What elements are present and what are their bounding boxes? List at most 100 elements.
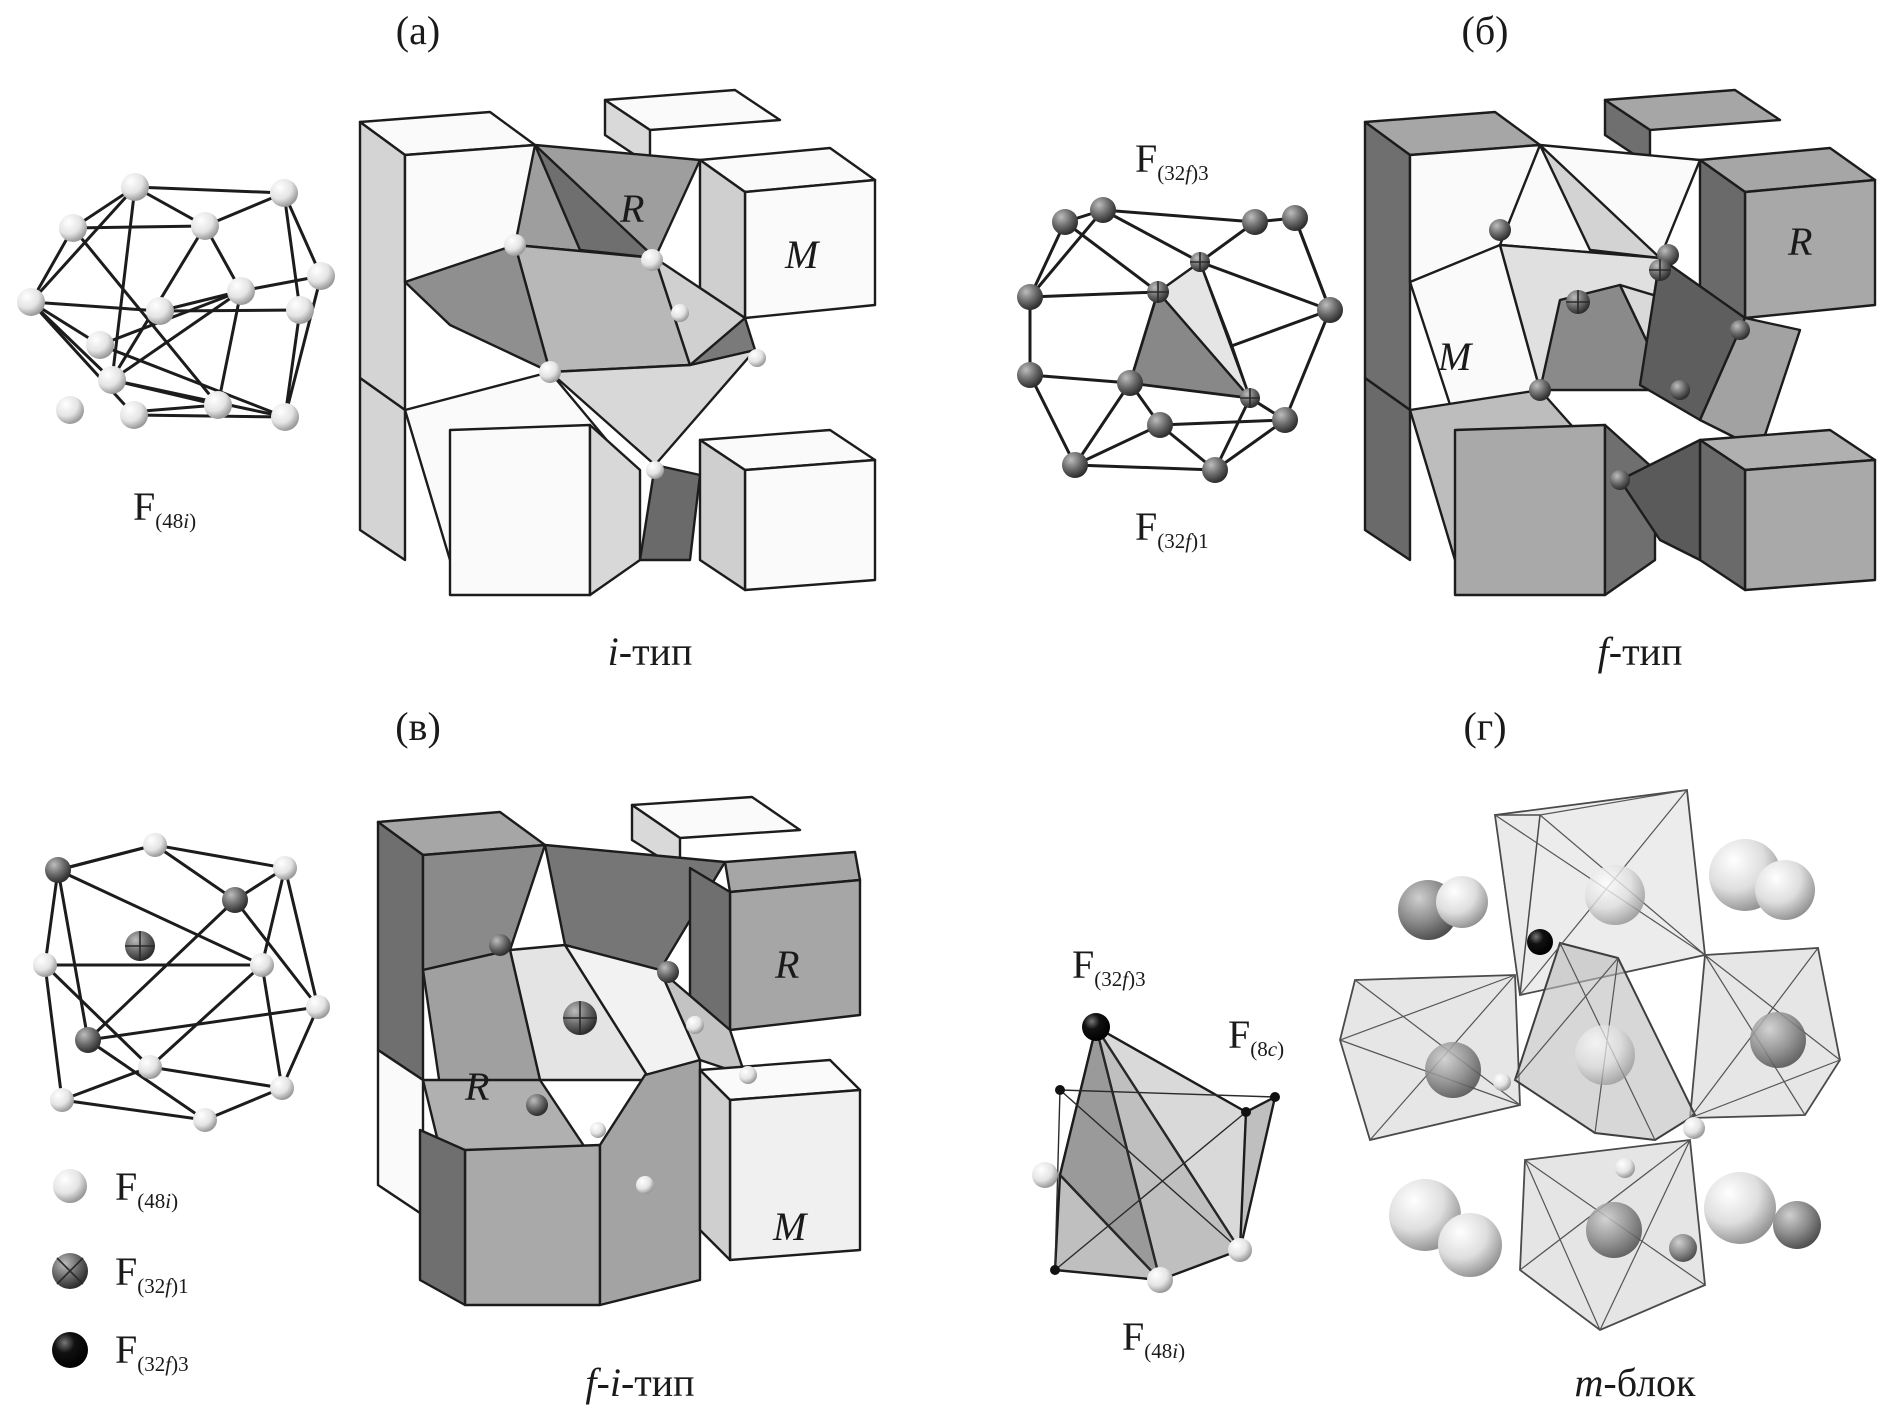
sphere bbox=[1529, 379, 1551, 401]
sphere bbox=[1062, 452, 1088, 478]
black-sphere-icon bbox=[52, 1332, 88, 1368]
sphere bbox=[1436, 876, 1488, 928]
sphere bbox=[646, 461, 664, 479]
crossed-sphere bbox=[563, 1001, 597, 1035]
legend: F(48i) F(32f)1 F(32f)3 bbox=[52, 1164, 189, 1376]
crossed-gray-sphere-icon bbox=[52, 1253, 88, 1289]
sphere bbox=[143, 833, 167, 857]
sphere bbox=[1228, 1238, 1252, 1262]
sphere bbox=[1425, 1042, 1481, 1098]
sphere bbox=[1755, 860, 1815, 920]
panel-a: (а) bbox=[17, 8, 877, 674]
sphere bbox=[271, 403, 299, 431]
sphere bbox=[193, 1108, 217, 1132]
sphere bbox=[590, 1122, 606, 1138]
block-R-c-left: R bbox=[464, 1064, 489, 1109]
caption-b: f-тип bbox=[1598, 629, 1683, 674]
sphere bbox=[227, 277, 255, 305]
crossed-sphere bbox=[1566, 290, 1590, 314]
sphere bbox=[1090, 197, 1116, 223]
sphere bbox=[1317, 297, 1343, 323]
sphere bbox=[17, 288, 45, 316]
crossed-sphere bbox=[1147, 281, 1169, 303]
caption-d: m-блок bbox=[1575, 1360, 1697, 1405]
legend-item-f32f3: F(32f)3 bbox=[52, 1327, 189, 1376]
label-f8c-d: F(8c) bbox=[1228, 1012, 1284, 1061]
sphere bbox=[1669, 1234, 1697, 1262]
sphere bbox=[1704, 1172, 1776, 1244]
sphere bbox=[504, 234, 526, 256]
sphere bbox=[59, 214, 87, 242]
sphere bbox=[641, 249, 663, 271]
block-M-c: M bbox=[772, 1204, 809, 1249]
sphere bbox=[1670, 380, 1690, 400]
m-block-cluster bbox=[1339, 788, 1841, 1332]
svg-text:F(32f)3: F(32f)3 bbox=[115, 1327, 189, 1376]
sphere bbox=[75, 1027, 101, 1053]
sphere bbox=[1610, 470, 1630, 490]
sphere bbox=[273, 856, 297, 880]
sphere bbox=[748, 349, 766, 367]
sphere bbox=[33, 953, 57, 977]
sphere bbox=[686, 1016, 704, 1034]
sphere bbox=[86, 331, 114, 359]
sphere bbox=[1241, 1107, 1251, 1117]
panel-c-label: (в) bbox=[395, 704, 441, 749]
caption-c: f-i-тип bbox=[585, 1360, 694, 1405]
sphere bbox=[1615, 1158, 1635, 1178]
sphere bbox=[1527, 929, 1553, 955]
sphere bbox=[1730, 320, 1750, 340]
white-sphere-icon bbox=[53, 1169, 87, 1203]
sphere bbox=[204, 391, 232, 419]
framework-f-i-type: R R M bbox=[376, 795, 862, 1307]
svg-text:F(48i): F(48i) bbox=[115, 1164, 178, 1213]
sphere bbox=[539, 361, 561, 383]
sphere bbox=[270, 179, 298, 207]
f48i-spheres-a bbox=[17, 173, 335, 431]
sphere bbox=[250, 953, 274, 977]
sphere bbox=[657, 961, 679, 983]
sphere bbox=[671, 304, 689, 322]
block-R-b: R bbox=[1787, 219, 1812, 264]
cluster-f-i-type bbox=[33, 833, 330, 1132]
sphere bbox=[98, 366, 126, 394]
sphere bbox=[121, 173, 149, 201]
block-M-b: M bbox=[1437, 334, 1474, 379]
sphere bbox=[120, 401, 148, 429]
block-R-c-top: R bbox=[774, 942, 799, 987]
label-f32f3-d: F(32f)3 bbox=[1072, 942, 1146, 991]
polyhedron-m-block-unit: F(32f)3 F(8c) F(48i) bbox=[1032, 942, 1284, 1363]
sphere bbox=[191, 212, 219, 240]
sphere bbox=[270, 1076, 294, 1100]
sphere bbox=[1242, 209, 1268, 235]
sphere bbox=[45, 857, 71, 883]
sphere bbox=[526, 1094, 548, 1116]
crossed-sphere bbox=[125, 931, 155, 961]
caption-a: i-тип bbox=[608, 629, 693, 674]
framework-i-type: R M bbox=[358, 88, 877, 597]
sphere bbox=[1055, 1085, 1065, 1095]
sphere bbox=[1052, 209, 1078, 235]
sphere bbox=[1683, 1117, 1705, 1139]
sphere bbox=[222, 887, 248, 913]
sphere bbox=[1270, 1092, 1280, 1102]
sphere bbox=[1117, 370, 1143, 396]
svg-text:F(32f)1: F(32f)1 bbox=[115, 1249, 189, 1298]
sphere bbox=[1575, 1025, 1635, 1085]
sphere bbox=[1773, 1201, 1821, 1249]
sphere bbox=[1050, 1265, 1060, 1275]
sphere bbox=[146, 297, 174, 325]
panel-b: (б) F(32f)3 F(32f)1 bbox=[1017, 8, 1877, 674]
cluster-f-type bbox=[1017, 197, 1343, 483]
sphere bbox=[1585, 865, 1645, 925]
sphere bbox=[307, 262, 335, 290]
sphere bbox=[1082, 1013, 1110, 1041]
sphere bbox=[739, 1066, 757, 1084]
sphere bbox=[1017, 362, 1043, 388]
panel-b-label: (б) bbox=[1462, 8, 1509, 53]
sphere bbox=[1147, 1267, 1173, 1293]
label-f32f3-b: F(32f)3 bbox=[1135, 136, 1209, 185]
block-R-a: R bbox=[619, 186, 644, 231]
sphere bbox=[489, 934, 511, 956]
